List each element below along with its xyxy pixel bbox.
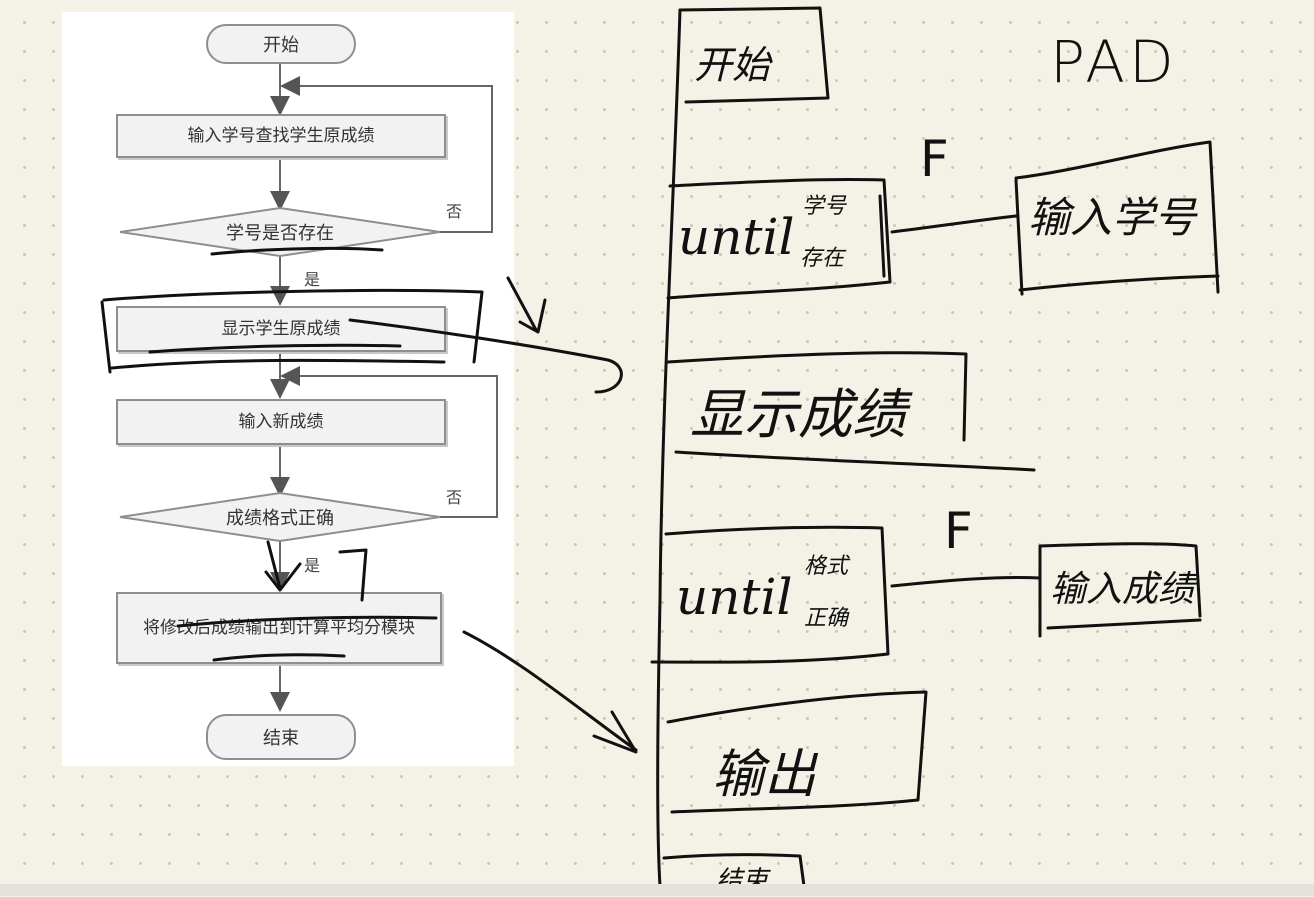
- flow-decision-id-label: 学号是否存在: [226, 223, 334, 244]
- ink-underline-show-score: [148, 343, 402, 354]
- ink-underline-output-2: [212, 653, 346, 662]
- pad-until1-inner-line: [878, 194, 886, 278]
- pad-until1-body-box: [1014, 140, 1220, 296]
- flow-end-terminal: 结束: [206, 714, 356, 760]
- pad-until2-keyword: until: [676, 568, 793, 626]
- flow-end-label: 结束: [263, 728, 299, 749]
- flow-step-input-id-label: 输入学号查找学生原成绩: [187, 126, 375, 146]
- pad-until2-body: 输入成绩: [1050, 569, 1195, 610]
- decision-diamond-id-exists: [119, 206, 441, 258]
- pad-until1-body: 输入学号: [1028, 193, 1197, 242]
- flow-start-label: 开始: [263, 35, 299, 56]
- pad-until1-box: [666, 177, 892, 300]
- pad-main-vertical-line: [656, 8, 682, 888]
- flow-yes-label-2: 是: [304, 556, 321, 575]
- flow-step-input-new: 输入新成绩: [116, 399, 446, 445]
- flow-yes-label-1: 是: [304, 270, 321, 289]
- pad-until2-cond-2: 正确: [804, 606, 849, 631]
- pad-start-label: 开始: [694, 43, 771, 87]
- flow-start-terminal: 开始: [206, 24, 356, 64]
- ink-arrow-curve-1: [348, 318, 623, 394]
- ink-underline-output-1: [176, 615, 438, 628]
- pad-until2-false-mark: F: [944, 502, 973, 560]
- pad-output-label: 输出: [712, 745, 817, 805]
- flow-step-input-new-label: 输入新成绩: [238, 412, 324, 432]
- flow-decision-format-label: 成绩格式正确: [226, 508, 334, 529]
- decision-diamond-format: [119, 491, 441, 543]
- pad-until2-connector: [890, 575, 1042, 588]
- pad-start-box: [678, 6, 830, 104]
- pad-end-box: [662, 853, 806, 888]
- flow-no-label-1: 否: [446, 202, 463, 221]
- flow-step-input-id: 输入学号查找学生原成绩: [116, 114, 446, 158]
- pad-until1-connector: [890, 214, 1018, 234]
- pad-until1-cond-2: 存在: [800, 246, 845, 271]
- ink-arrow-yes-2: [264, 540, 302, 592]
- pad-until2-cond-1: 格式: [804, 554, 849, 579]
- bottom-scroll-edge: [0, 884, 1314, 896]
- pad-until2-box: [650, 525, 890, 664]
- ink-arrow-down-1: [506, 276, 547, 334]
- pad-until1-false-mark: F: [920, 130, 949, 188]
- ink-bracket-show-score: [100, 288, 484, 374]
- pad-output-box: [666, 690, 928, 814]
- ink-tick-mark: [338, 548, 368, 602]
- pad-until1-cond-1: 学号: [802, 194, 847, 219]
- ink-arrow-to-output: [462, 630, 638, 754]
- pad-show-score-box: [666, 351, 1036, 472]
- flow-decision-id-label-box: 学号是否存在: [180, 218, 380, 246]
- pad-until1-keyword: until: [678, 208, 795, 266]
- flow-decision-format-label-box: 成绩格式正确: [180, 503, 380, 531]
- pad-show-score-label: 显示成绩: [690, 383, 906, 446]
- flow-no-label-2: 否: [446, 488, 463, 507]
- pad-title: PAD: [1050, 28, 1178, 96]
- flow-step-show-score-label: 显示学生原成绩: [221, 319, 341, 339]
- ink-underline-decision: [210, 246, 384, 256]
- pad-until2-body-box: [1038, 542, 1202, 638]
